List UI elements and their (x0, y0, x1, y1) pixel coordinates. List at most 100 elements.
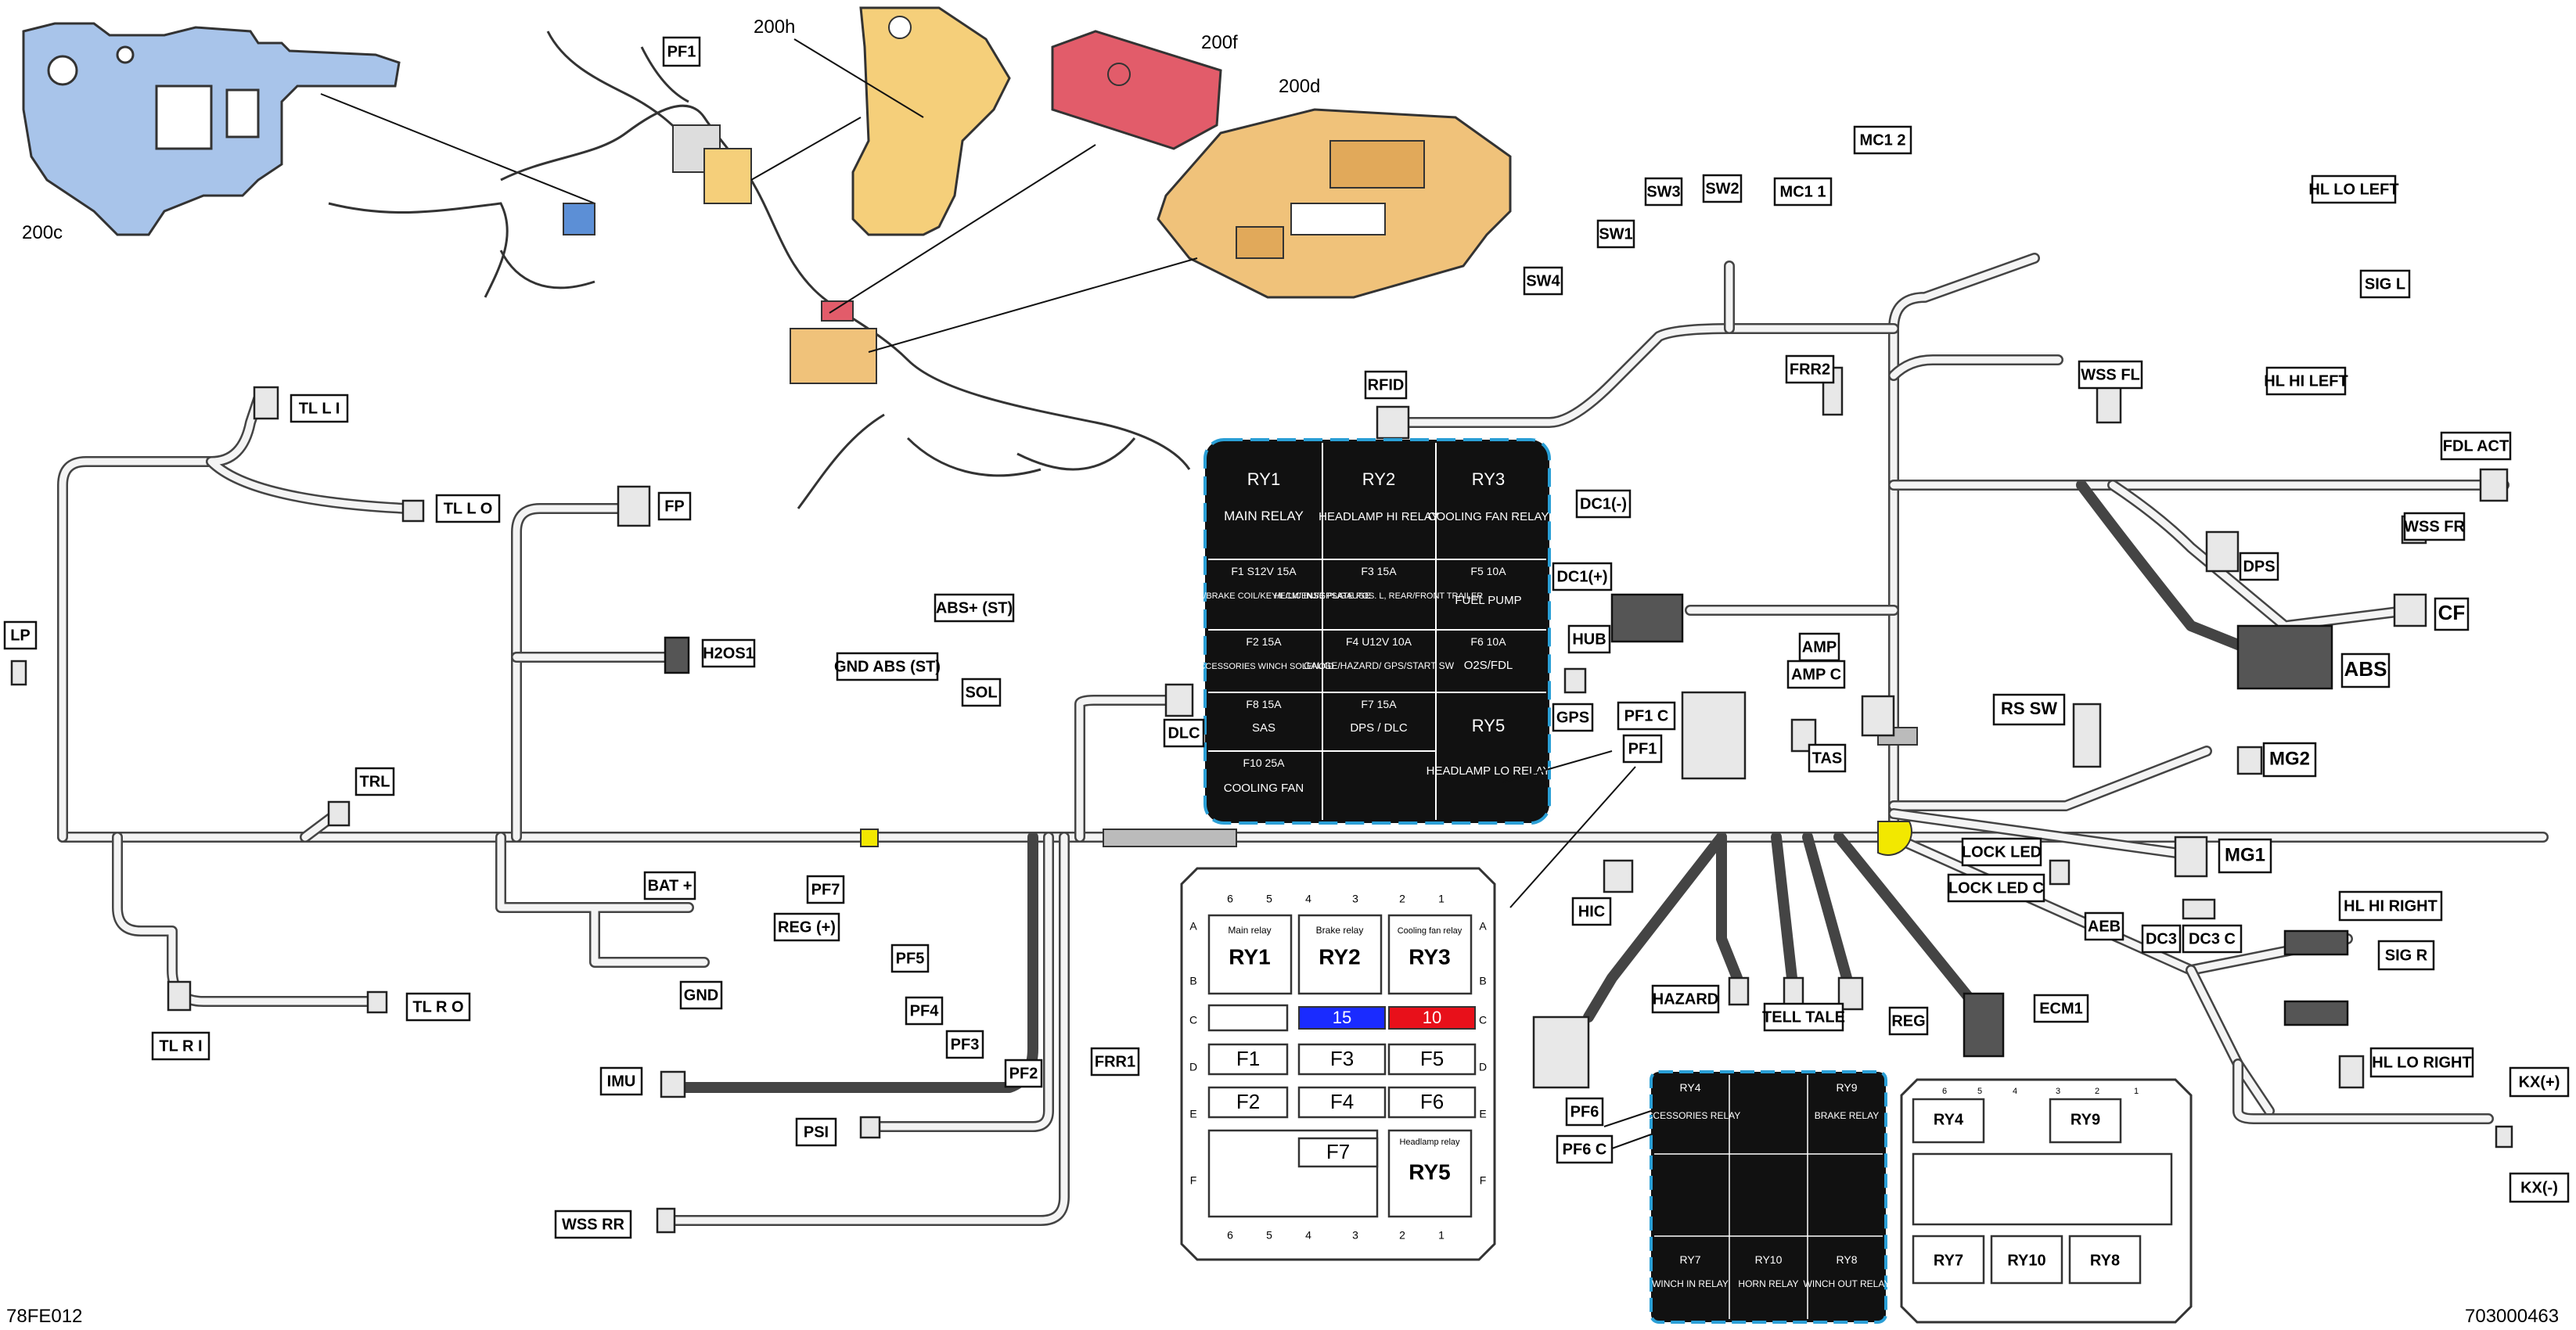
svg-text:5: 5 (1266, 1229, 1272, 1242)
svg-text:LOCK LED C: LOCK LED C (1948, 879, 2044, 897)
chart-cell-ry1: RY1 MAIN RELAY (1224, 469, 1304, 523)
svg-text:HAZARD: HAZARD (1653, 990, 1718, 1008)
label-lock-led: LOCK LED (1961, 837, 2042, 867)
label-pf5: PF5 (890, 944, 930, 973)
label-tl-l-i: TL L I (290, 394, 349, 423)
label-frr1: FRR1 (1090, 1047, 1140, 1077)
svg-text:200d: 200d (1279, 76, 1320, 97)
svg-text:KX(+): KX(+) (2519, 1073, 2560, 1091)
svg-text:DC3 C: DC3 C (2189, 930, 2236, 947)
svg-text:HORN RELAY: HORN RELAY (1738, 1278, 1798, 1289)
label-kx-plus: KX(+) (2509, 1066, 2570, 1098)
svg-text:TL R I: TL R I (159, 1037, 202, 1055)
svg-text:1: 1 (1438, 893, 1445, 905)
svg-text:MC1 1: MC1 1 (1780, 183, 1826, 200)
svg-text:F10 25A: F10 25A (1243, 757, 1286, 769)
bracket-200h (851, 6, 1011, 236)
svg-text:15: 15 (1333, 1008, 1351, 1027)
svg-text:PF5: PF5 (896, 950, 925, 967)
chart-cell-f3: F3 15A HL/LICENSE PLATE POS. L, REAR/FRO… (1275, 565, 1484, 601)
svg-text:REG: REG (1891, 1012, 1925, 1030)
svg-text:MG2: MG2 (2269, 748, 2310, 769)
svg-text:5: 5 (1266, 893, 1272, 905)
svg-text:C: C (1189, 1014, 1197, 1026)
svg-text:GND: GND (684, 987, 718, 1004)
svg-text:GPS: GPS (1556, 709, 1589, 726)
svg-text:TRL: TRL (360, 773, 390, 790)
label-hic: HIC (1571, 897, 1612, 926)
chart-cell-f10: F10 25A COOLING FAN (1224, 757, 1304, 795)
svg-text:B: B (1189, 975, 1196, 987)
svg-text:DC3: DC3 (2146, 930, 2177, 947)
svg-text:PF1: PF1 (667, 43, 696, 60)
label-lock-led-c: LOCK LED C (1947, 873, 2045, 903)
svg-text:FRR2: FRR2 (1790, 361, 1830, 378)
bracket-200c (22, 22, 401, 236)
chart-cell-ry5: RY5 HEADLAMP LO RELAY (1427, 716, 1551, 778)
chart-cell-ry2: RY2 HEADLAMP HI RELAY (1319, 469, 1439, 523)
svg-text:RY8: RY8 (2090, 1252, 2120, 1269)
svg-text:F3 15A: F3 15A (1361, 565, 1397, 577)
svg-text:DLC: DLC (1167, 724, 1200, 742)
label-pf2: PF2 (1004, 1059, 1043, 1088)
svg-text:ABS: ABS (2344, 657, 2387, 681)
svg-text:O2S/FDL: O2S/FDL (1464, 659, 1513, 672)
label-mg1: MG1 (2218, 838, 2272, 874)
label-wss-fl: WSS FL (2078, 360, 2143, 390)
svg-text:IMU: IMU (607, 1073, 636, 1090)
connector-labels: TL L I TL L O FP LP H2OS1 TRL ABS+ (ST) … (3, 125, 2570, 1239)
label-sol: SOL (961, 678, 1002, 707)
svg-text:SOL: SOL (965, 684, 997, 701)
svg-text:PSI: PSI (804, 1123, 829, 1141)
svg-text:MG1: MG1 (2225, 844, 2265, 865)
label-dc3-c: DC3 C (2182, 924, 2243, 954)
svg-text:COOLING FAN: COOLING FAN (1224, 782, 1304, 795)
label-dc1-plus: DC1(+) (1552, 562, 1613, 591)
svg-text:RY10: RY10 (2007, 1252, 2045, 1269)
svg-text:3: 3 (1352, 1229, 1358, 1242)
label-pf1-c: PF1 C (1617, 701, 1676, 731)
svg-text:C: C (1479, 1014, 1487, 1026)
connector-label-pf1-top: PF1 (662, 36, 701, 67)
svg-text:2: 2 (1399, 1229, 1405, 1242)
svg-text:F6: F6 (1420, 1090, 1444, 1113)
label-pf7: PF7 (806, 875, 845, 904)
svg-text:F: F (1190, 1174, 1197, 1187)
svg-text:F1 S12V 15A: F1 S12V 15A (1231, 565, 1297, 577)
fuse-box-secondary: 6 5 4 3 2 1 RY4 RY9 RY7 RY10 RY8 (1900, 1078, 2193, 1324)
svg-text:6: 6 (1227, 1229, 1233, 1242)
svg-text:WINCH IN RELAY: WINCH IN RELAY (1652, 1278, 1729, 1289)
svg-text:WSS FR: WSS FR (2404, 518, 2465, 535)
label-pf1: PF1 (1622, 734, 1663, 764)
label-mc1-1: MC1 1 (1773, 177, 1833, 207)
label-hub: HUB (1567, 624, 1611, 654)
label-rfid: RFID (1364, 370, 1408, 400)
svg-text:ECM1: ECM1 (2039, 1000, 2083, 1017)
svg-text:Headlamp relay: Headlamp relay (1399, 1138, 1460, 1147)
label-tas: TAS (1808, 743, 1847, 773)
svg-text:E: E (1479, 1108, 1486, 1120)
label-pf3: PF3 (945, 1030, 984, 1059)
label-ecm1: ECM1 (2033, 994, 2089, 1023)
svg-text:RS SW: RS SW (2001, 699, 2057, 718)
svg-text:SIG R: SIG R (2385, 947, 2428, 964)
svg-text:FP: FP (664, 498, 685, 515)
svg-text:HL LO RIGHT: HL LO RIGHT (2372, 1054, 2471, 1071)
chart-cell-f8: F8 15A SAS (1246, 698, 1282, 735)
svg-text:2: 2 (2095, 1087, 2099, 1096)
svg-text:Brake relay: Brake relay (1316, 925, 1364, 936)
label-reg: REG (1888, 1006, 1929, 1036)
svg-text:HEADLAMP LO RELAY: HEADLAMP LO RELAY (1427, 764, 1551, 778)
svg-text:GAUGE/HAZARD/ GPS/START SW: GAUGE/HAZARD/ GPS/START SW (1304, 660, 1455, 671)
svg-text:F5: F5 (1420, 1047, 1444, 1070)
svg-text:200h: 200h (754, 16, 795, 38)
svg-text:HL/LICENSE PLATE POS. L, REAR/: HL/LICENSE PLATE POS. L, REAR/FRONT TRAI… (1275, 591, 1484, 601)
label-sw1: SW1 (1596, 219, 1635, 249)
label-wss-fr: WSS FR (2403, 512, 2465, 541)
svg-text:DC1(-): DC1(-) (1580, 495, 1627, 512)
chart-cell-f2: F2 15A ACCESSORIES WINCH SOLENOID (1193, 635, 1334, 671)
label-abs-st: ABS+ (ST) (934, 593, 1015, 623)
label-hl-lo-right: HL LO RIGHT (2369, 1047, 2474, 1078)
svg-text:SW1: SW1 (1599, 225, 1632, 243)
label-sig-l: SIG L (2359, 269, 2411, 299)
